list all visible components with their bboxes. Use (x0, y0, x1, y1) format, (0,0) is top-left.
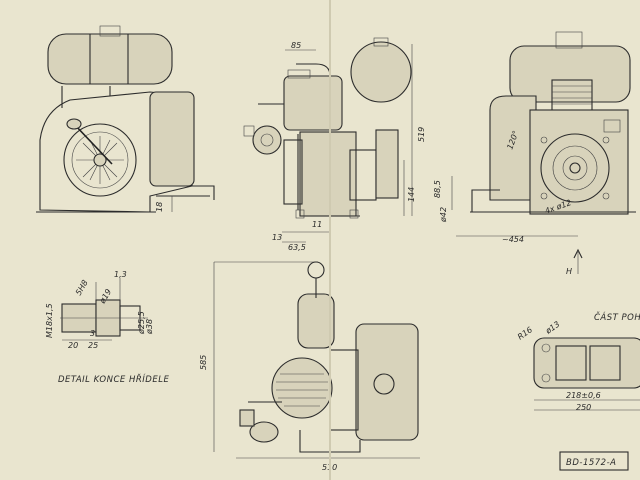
dim-13: 13 (272, 233, 282, 242)
dim-519: 519 (417, 127, 426, 142)
dim-11: 11 (312, 220, 322, 229)
dim-63-5: 63,5 (288, 243, 306, 252)
drawing-number: BD-1572-A (566, 458, 616, 468)
dim-h: H (566, 267, 572, 276)
shaft-end-detail: 5H8 1,3 ø19 M18x1,5 ø25,5 ø38 3 20 25 DE… (45, 270, 169, 385)
dim-218: 218±0,6 (566, 391, 601, 400)
caption-partial-view: ČÁST POHLEDU (594, 311, 640, 323)
dim-13-hole: ø13 (543, 320, 561, 337)
dim-25: 25 (88, 341, 98, 350)
dim-144: 144 (407, 187, 416, 202)
engine-plan-view: 585 510 (199, 261, 420, 472)
dim-250: 250 (576, 403, 591, 412)
dim-25-5: ø25,5 (137, 311, 146, 335)
dim-88-5: 88,5 (433, 180, 442, 198)
dim-1-3: 1,3 (114, 270, 127, 279)
dim-38: ø38 (145, 319, 154, 335)
caption-detail: DETAIL KONCE HŘÍDELE (58, 373, 169, 385)
dim-454: ~454 (502, 235, 524, 244)
dim-5h8: 5H8 (74, 278, 90, 297)
dim-3: 3 (90, 329, 95, 338)
dim-85: 85 (291, 41, 301, 50)
partial-base-view: ČÁST POHLEDU R16 ø13 218±0,6 250 BD-1572… (516, 311, 640, 471)
dim-r16: R16 (516, 325, 534, 341)
dim-585: 585 (199, 355, 208, 370)
dim-20: 20 (68, 341, 78, 350)
engine-front-view-center: 85 519 144 13 11 63,5 (243, 37, 426, 252)
engine-rear-view-right: 88,5 ø42 ~454 120° 4x ø12 H (433, 31, 636, 276)
dim-m18: M18x1,5 (45, 303, 54, 338)
dim-18: 18 (155, 202, 164, 212)
dim-42: ø42 (439, 207, 448, 223)
engine-side-view-left: 18 (36, 25, 215, 213)
